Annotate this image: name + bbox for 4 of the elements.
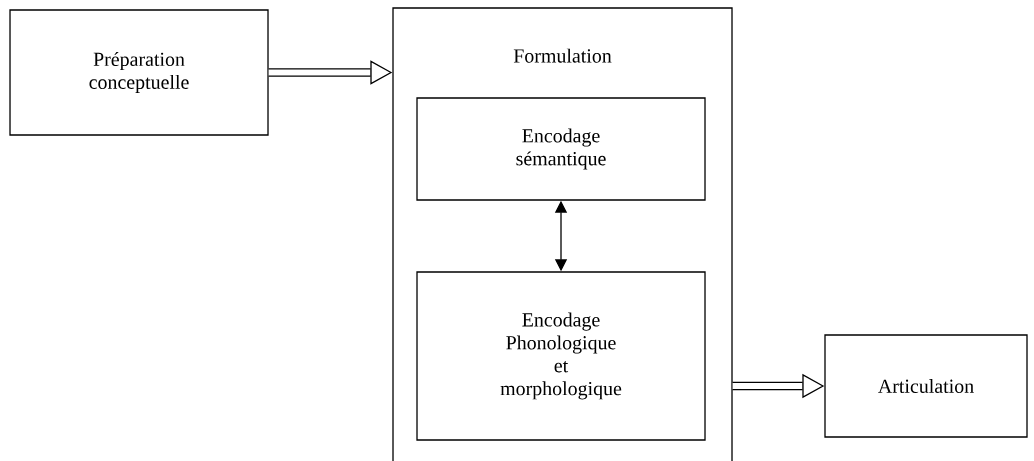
subprocess-box: Encodage sémantique xyxy=(416,97,706,201)
process-box: Articulation xyxy=(824,334,1028,438)
process-box: Préparation conceptuelle xyxy=(9,9,269,136)
subprocess-box: Encodage Phonologique et morphologique xyxy=(416,271,706,441)
